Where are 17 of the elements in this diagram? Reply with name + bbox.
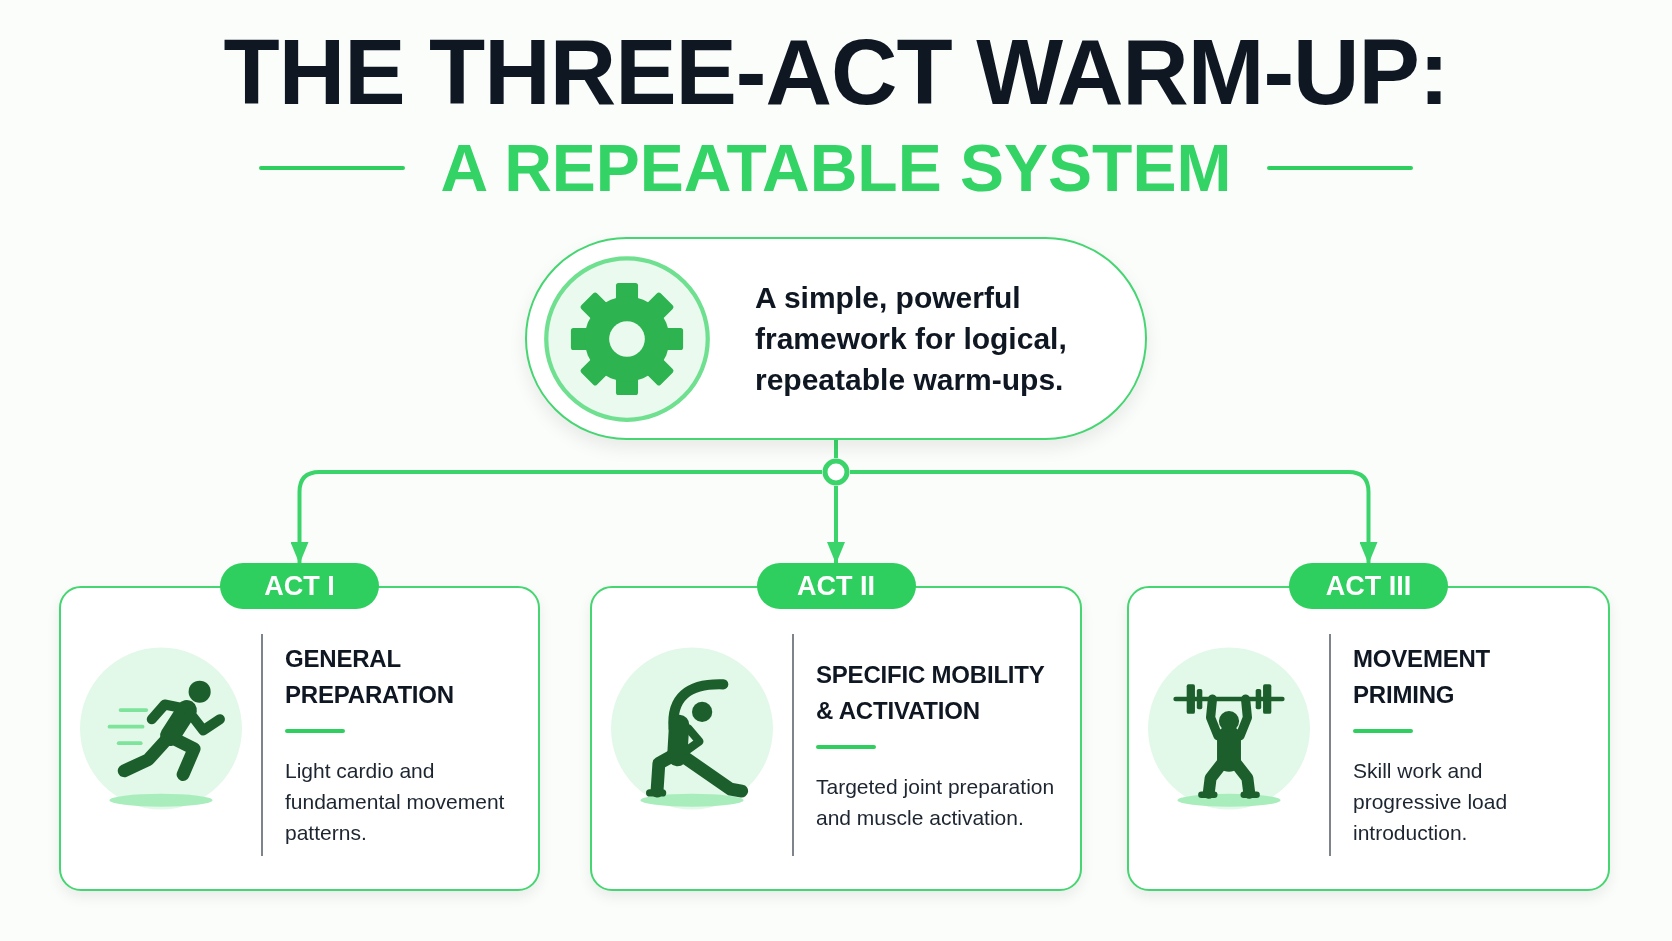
title: THE THREE-ACT WARM-UP: [223, 22, 1449, 122]
act-badge: ACT I [220, 563, 379, 609]
act-badge: ACT II [756, 563, 916, 609]
card-description: Skill work and progressive load introduction. [1353, 758, 1509, 846]
card-description: Light cardio and fundamental movement patterns. [285, 758, 506, 846]
subtitle: A REPEATABLE SYSTEM [440, 131, 1232, 205]
act-badge: ACT III [1289, 563, 1448, 609]
connector-arrow [827, 486, 845, 564]
card-heading: GENERAL PREPARATION [285, 644, 455, 710]
junction-circle [822, 458, 850, 486]
card-heading: MOVEMENT PRIMING [1353, 644, 1492, 710]
connector-line [834, 440, 838, 458]
connector-arrow [290, 470, 822, 564]
connector-arrow [850, 470, 1378, 564]
summary-text: A simple, powerful framework for logical, repeatable warm-ups. [755, 280, 1068, 398]
card-heading: SPECIFIC MOBILITY & ACTIVATION [816, 659, 1046, 726]
card-description: Targeted joint preparation and muscle activation. [816, 773, 1056, 831]
